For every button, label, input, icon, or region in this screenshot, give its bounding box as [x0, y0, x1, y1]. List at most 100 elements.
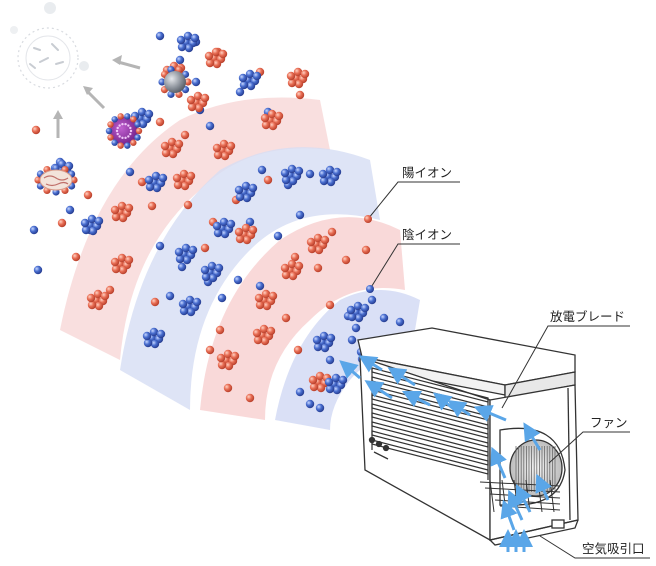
positive-ion: [293, 345, 303, 355]
negative-ion: [353, 301, 363, 311]
positive-ion: [105, 285, 115, 295]
negative-ion: [81, 225, 91, 235]
negative-ion: [165, 291, 175, 301]
positive-ion: [267, 109, 277, 119]
positive-ion: [325, 300, 335, 310]
positive-ion: [261, 289, 271, 299]
negative-ion: [201, 272, 211, 282]
negative-ion: [207, 261, 217, 271]
negative-ion: [175, 254, 185, 264]
positive-ion: [186, 171, 196, 181]
negative-ion: [395, 317, 405, 327]
negative-ion: [33, 265, 43, 275]
positive-ion: [220, 151, 230, 161]
positive-ion: [241, 223, 251, 233]
outer-positive-band: [60, 97, 330, 360]
positive-ion: [110, 257, 120, 267]
negative-ion: [288, 176, 298, 186]
negative-ion: [241, 181, 251, 191]
negative-ion: [214, 263, 224, 273]
positive-ion: [293, 67, 303, 77]
negative-ion: [191, 77, 201, 87]
negative-ion: [360, 303, 370, 313]
ionizer-device: [357, 327, 579, 546]
positive-ion: [268, 121, 278, 131]
positive-ion: [204, 51, 214, 61]
negative-ion: [137, 107, 147, 117]
negative-ion: [252, 71, 262, 81]
positive-ion: [124, 203, 134, 213]
negative-ion: [144, 109, 154, 119]
negative-ion: [212, 221, 222, 231]
positive-ion: [263, 175, 273, 185]
negative-ion: [305, 169, 315, 179]
negative-ion: [29, 225, 39, 235]
negative-ion: [150, 339, 160, 349]
positive-ion: [187, 102, 197, 112]
positive-ion: [288, 271, 298, 281]
positive-ion: [168, 149, 178, 159]
negative-ion: [186, 307, 196, 317]
positive-ion: [200, 93, 210, 103]
positive-ion: [161, 148, 171, 158]
negative-ion: [175, 55, 185, 65]
negative-ion: [319, 176, 329, 186]
negative-ion: [255, 281, 265, 291]
positive-ion: [218, 49, 228, 59]
negative-ion: [257, 165, 267, 175]
positive-ion: [248, 225, 258, 235]
negative-ion: [233, 275, 243, 285]
positive-ion: [118, 265, 128, 275]
negative-ion: [178, 299, 188, 309]
negative-ion: [184, 43, 194, 53]
airflow-arrows: [339, 355, 552, 552]
negative-ion: [246, 81, 256, 91]
arrow-icon: [53, 55, 141, 138]
negative-ion: [315, 403, 325, 413]
negative-ion: [295, 387, 305, 397]
negative-ion: [185, 295, 195, 305]
positive-ion: [253, 335, 263, 345]
positive-ion: [100, 291, 110, 301]
negative-ion: [156, 329, 166, 339]
negative-ion: [177, 262, 187, 272]
positive-ion: [268, 291, 278, 301]
positive-ion: [260, 336, 270, 346]
positive-ion-label: 陽イオン: [402, 165, 452, 180]
positive-ion: [160, 141, 170, 151]
positive-ion: [234, 227, 244, 237]
positive-ion: [200, 243, 210, 253]
positive-ion: [226, 141, 236, 151]
positive-ion: [235, 234, 245, 244]
indicator-led: [382, 444, 390, 452]
negative-ion: [245, 217, 255, 227]
bacteria-icon: [39, 169, 73, 191]
negative-ion: [213, 228, 223, 238]
negative-ion: [235, 87, 245, 97]
positive-ion: [320, 235, 330, 245]
positive-ion: [300, 69, 310, 79]
negative-ion: [190, 33, 200, 43]
positive-ion: [205, 345, 215, 355]
positive-ion: [93, 289, 103, 299]
positive-ion: [173, 180, 183, 190]
negative-ion: [149, 327, 159, 337]
negative-ion: [319, 331, 329, 341]
positive-ion: [259, 324, 269, 334]
positive-ion: [217, 360, 227, 370]
positive-ion: [117, 201, 127, 211]
negative-ion: [235, 192, 245, 202]
positive-ion: [117, 253, 127, 263]
negative-ion: [57, 159, 67, 169]
positive-ion: [124, 255, 134, 265]
indicator-led: [375, 440, 383, 448]
positive-ion: [290, 252, 300, 262]
negative-ion: [281, 175, 291, 185]
negative-ion-sample: [366, 285, 374, 293]
positive-ion: [261, 120, 271, 130]
positive-ion: [280, 263, 290, 273]
positive-ion: [274, 111, 284, 121]
positive-ion: [150, 297, 160, 307]
positive-ion: [252, 328, 262, 338]
positive-ion: [137, 177, 147, 187]
